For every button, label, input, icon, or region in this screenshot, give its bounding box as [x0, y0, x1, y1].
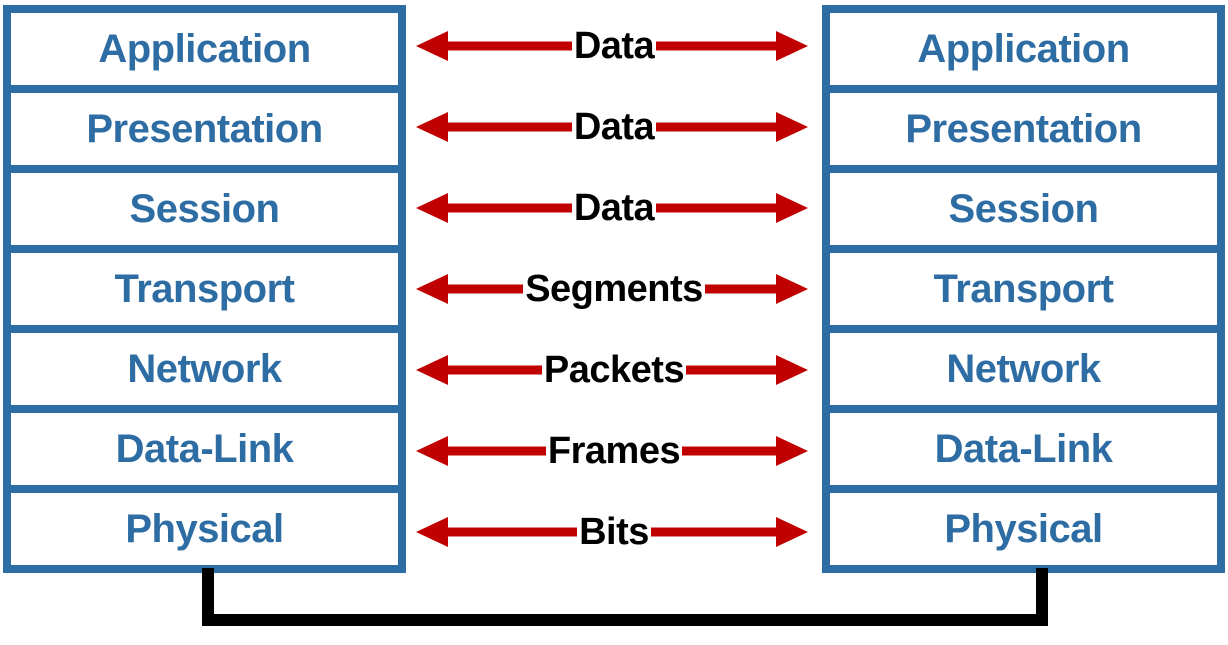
left-layer-network-label: Network	[127, 347, 282, 391]
right-layer-physical[interactable]: Physical	[830, 493, 1217, 565]
right-layer-presentation-label: Presentation	[905, 107, 1142, 151]
left-layer-data-link-label: Data-Link	[115, 427, 294, 471]
arrow-row-application: Data	[406, 5, 822, 86]
left-layer-application-label: Application	[98, 27, 311, 71]
arrow-row-session: Data	[406, 167, 822, 248]
bracket-right-leg	[1036, 568, 1048, 620]
arrow-label-physical: Bits	[577, 511, 651, 554]
arrow-row-physical: Bits	[406, 492, 822, 573]
arrow-row-transport: Segments	[406, 248, 822, 329]
arrow-label-data-link: Frames	[545, 430, 683, 473]
bracket-bottom-bar	[202, 614, 1048, 626]
right-layer-presentation[interactable]: Presentation	[830, 93, 1217, 173]
arrow-label-application: Data	[571, 24, 657, 67]
left-layer-presentation-label: Presentation	[86, 107, 323, 151]
right-layer-transport[interactable]: Transport	[830, 253, 1217, 333]
arrow-row-presentation: Data	[406, 86, 822, 167]
left-host-layer-stack: Application Presentation Session Transpo…	[3, 5, 406, 573]
left-layer-transport-label: Transport	[114, 267, 295, 311]
right-layer-network[interactable]: Network	[830, 333, 1217, 413]
left-layer-physical-label: Physical	[125, 507, 284, 551]
right-layer-application-label: Application	[917, 27, 1130, 71]
right-host-layer-stack: Application Presentation Session Transpo…	[822, 5, 1225, 573]
left-layer-session[interactable]: Session	[11, 173, 398, 253]
right-layer-data-link[interactable]: Data-Link	[830, 413, 1217, 493]
right-layer-physical-label: Physical	[944, 507, 1103, 551]
left-layer-physical[interactable]: Physical	[11, 493, 398, 565]
right-layer-transport-label: Transport	[933, 267, 1114, 311]
bracket-left-leg	[202, 568, 214, 620]
left-layer-data-link[interactable]: Data-Link	[11, 413, 398, 493]
right-layer-application[interactable]: Application	[830, 13, 1217, 93]
arrow-row-data-link: Frames	[406, 411, 822, 492]
right-layer-data-link-label: Data-Link	[934, 427, 1113, 471]
arrow-label-network: Packets	[541, 349, 687, 392]
left-layer-presentation[interactable]: Presentation	[11, 93, 398, 173]
left-layer-network[interactable]: Network	[11, 333, 398, 413]
arrow-label-transport: Segments	[523, 267, 705, 310]
peer-protocol-arrow-column: Data Data Data Segments	[406, 5, 822, 573]
physical-medium-connector-bracket	[202, 568, 1048, 626]
left-layer-transport[interactable]: Transport	[11, 253, 398, 333]
right-layer-session[interactable]: Session	[830, 173, 1217, 253]
right-layer-network-label: Network	[946, 347, 1101, 391]
arrow-label-presentation: Data	[571, 105, 657, 148]
right-layer-session-label: Session	[948, 187, 1099, 231]
left-layer-session-label: Session	[129, 187, 280, 231]
left-layer-application[interactable]: Application	[11, 13, 398, 93]
arrow-label-session: Data	[571, 186, 657, 229]
arrow-row-network: Packets	[406, 330, 822, 411]
